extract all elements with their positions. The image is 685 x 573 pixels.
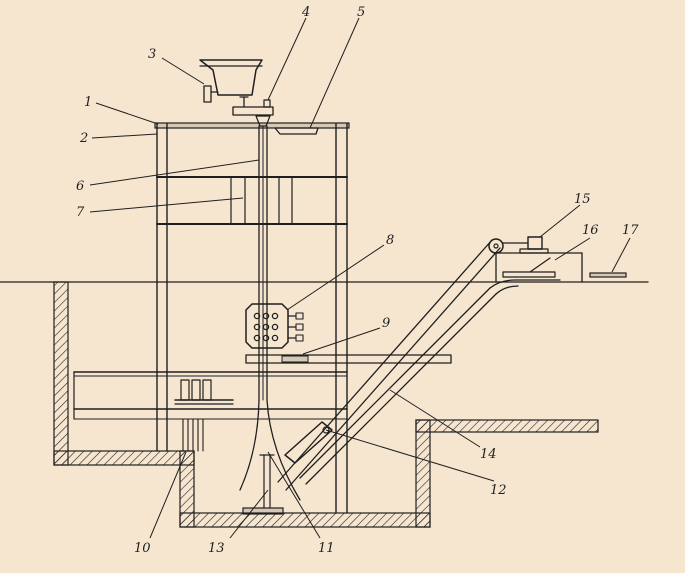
label-8: 8: [386, 233, 394, 248]
inclined-conveyor: [277, 239, 561, 491]
label-14: 14: [480, 447, 497, 462]
central-pipe: [258, 125, 268, 401]
label-2: 2: [79, 131, 88, 146]
label-6: 6: [76, 179, 84, 194]
label-12: 12: [490, 483, 507, 498]
label-9: 9: [382, 316, 390, 331]
label-17: 17: [622, 223, 639, 238]
lower-equipment: [174, 379, 234, 452]
label-3: 3: [148, 47, 156, 62]
leader-lines: [89, 17, 631, 539]
label-10: 10: [134, 541, 151, 556]
foundation-walls: [53, 281, 599, 528]
label-4: 4: [301, 5, 310, 20]
winch-assembly: [488, 236, 627, 283]
flared-tube: [239, 399, 301, 515]
label-13: 13: [208, 541, 225, 556]
tower-frame: [73, 122, 350, 514]
cross-beam: [245, 354, 452, 364]
label-1: 1: [84, 95, 92, 110]
label-7: 7: [76, 205, 85, 220]
label-15: 15: [574, 192, 591, 207]
furnace-block: [245, 303, 304, 349]
label-5: 5: [357, 5, 365, 20]
callout-labels: 1 2 3 4 5 6 7 8 9 10 13 11 12 14 15 16 1…: [76, 5, 639, 556]
feed-mechanism: [232, 96, 274, 127]
label-16: 16: [582, 223, 599, 238]
label-11: 11: [318, 541, 335, 556]
top-trough: [274, 127, 319, 135]
hopper: [199, 59, 263, 103]
